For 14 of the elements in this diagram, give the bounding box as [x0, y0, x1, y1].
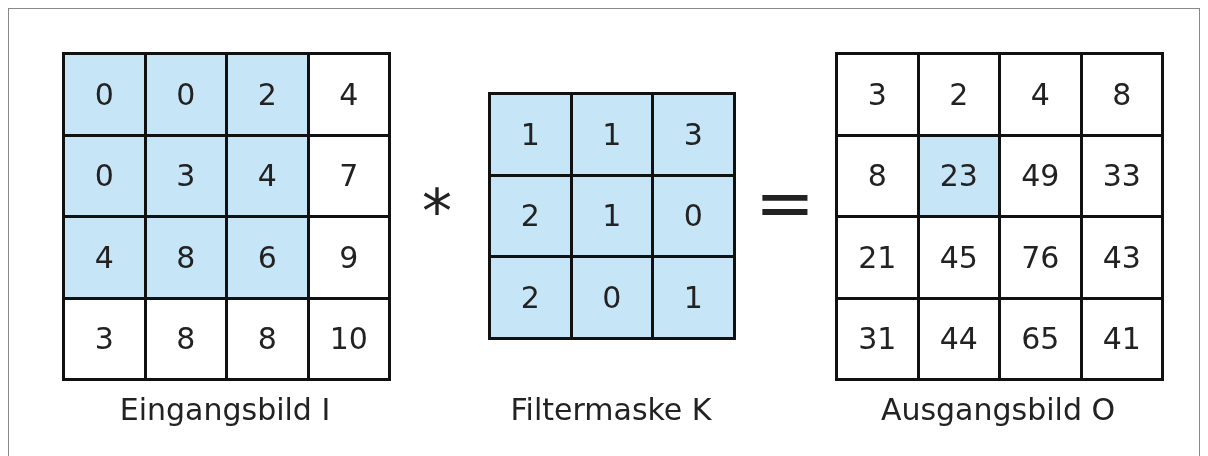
matrix-cell: 1	[488, 92, 573, 177]
matrix-cell: 3	[835, 52, 920, 137]
equals-sign: =	[754, 160, 816, 244]
multiplication-sign: *	[422, 176, 452, 246]
matrix-cell: 6	[225, 215, 310, 300]
matrix-cell: 4	[62, 215, 147, 300]
matrix-cell: 1	[651, 255, 736, 340]
matrix-cell: 2	[225, 52, 310, 137]
matrix-cell: 2	[488, 255, 573, 340]
matrix-caption: Eingangsbild I	[119, 392, 331, 427]
matrix-cell: 3	[651, 92, 736, 177]
matrix-caption: Ausgangsbild O	[880, 392, 1116, 427]
matrix-caption: Filtermaske K	[510, 392, 712, 427]
matrix-cell: 0	[62, 52, 147, 137]
